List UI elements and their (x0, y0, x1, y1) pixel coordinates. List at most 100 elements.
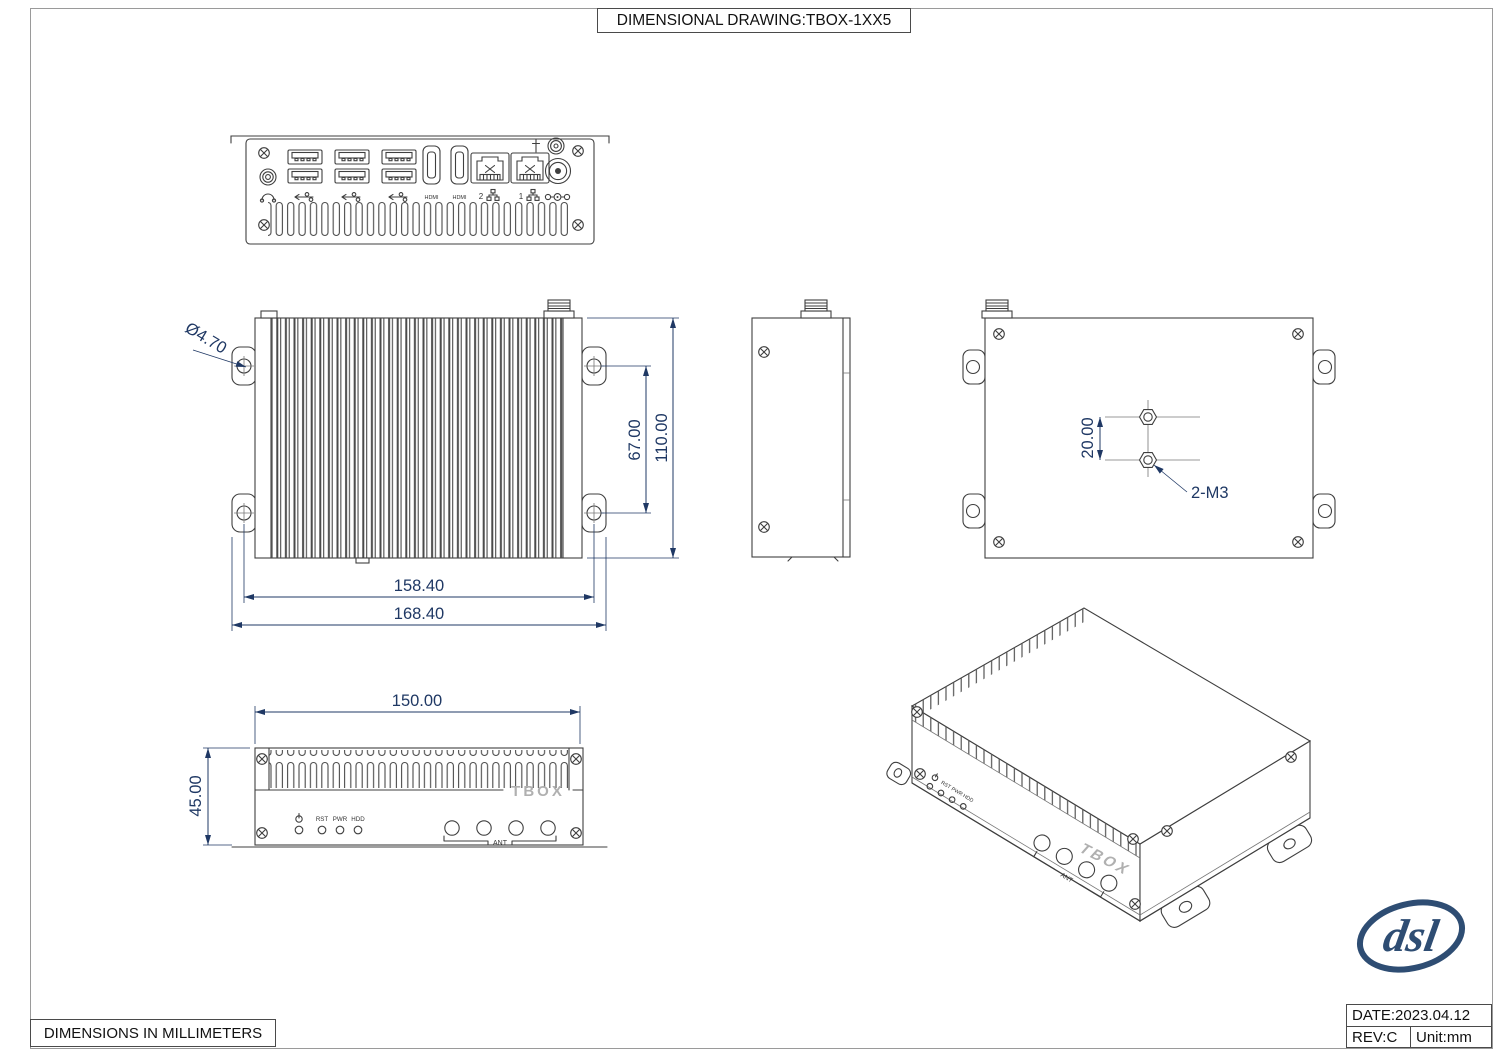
screw-icon (572, 145, 584, 157)
mount-hole (965, 503, 981, 519)
iso-top-face (912, 608, 1310, 844)
usb-port (334, 168, 370, 184)
title-block-rev: REV:C (1347, 1027, 1411, 1048)
lan2-label: 2 (479, 192, 484, 201)
title-block-unit: Unit:mm (1416, 1029, 1472, 1046)
view-front: TBOX RST PWR HDD ANT (187, 692, 608, 848)
led-hdd (353, 825, 363, 835)
top-tab (260, 310, 278, 319)
screw-icon (1292, 328, 1304, 340)
view-bottom: 20.00 2-M3 (962, 299, 1336, 559)
foot (787, 556, 839, 562)
screw-icon (911, 706, 923, 718)
dimension-standoff-spacing: 20.00 (1079, 417, 1103, 460)
lan1-label: 1 (519, 192, 524, 201)
dim-text: Ø4.70 (182, 319, 230, 358)
ant-bracket: ANT (443, 835, 557, 847)
dimension-front-width: 150.00 (254, 692, 581, 744)
dim-text: 158.40 (394, 577, 444, 595)
rj45-port-lan2 (470, 152, 510, 184)
hdmi-label-1: HDMI (424, 195, 439, 201)
bottom-view-body (984, 317, 1314, 559)
led-power (294, 825, 304, 835)
heatsink-fins (271, 318, 563, 558)
view-isometric: RST PWR HDD TBOX ANT (886, 607, 1313, 928)
led-label-rst: RST (316, 816, 329, 823)
iso-ant-group: ANT (1033, 834, 1118, 898)
antenna-connector (981, 299, 1013, 319)
footer-note: DIMENSIONS IN MILLIMETERS (30, 1019, 276, 1047)
dim-text: 168.40 (394, 605, 444, 623)
ant-hole (476, 820, 492, 836)
side-view-body (751, 317, 851, 558)
audio-jack (259, 168, 277, 186)
dim-text: 67.00 (626, 419, 644, 460)
screw-icon (570, 753, 582, 765)
iso-led-group: RST PWR HDD (926, 773, 974, 810)
dimension-hole-spacing-v: 67.00 (601, 365, 651, 514)
led-label-hdd: HDD (351, 816, 365, 823)
usb-port (381, 168, 417, 184)
mount-ear (886, 761, 912, 786)
dc-in-icon (544, 193, 571, 201)
title-block: DATE:2023.04.12 REV:C Unit:mm (1346, 1004, 1492, 1048)
dim-text: 150.00 (392, 692, 442, 710)
rear-heatsink-fins (268, 202, 568, 241)
screw-icon (1127, 833, 1139, 845)
dc-power-jack (544, 157, 572, 185)
dimension-hole-spacing-h: 158.40 (243, 524, 595, 603)
heatsink-fins (269, 750, 569, 788)
led-label-pwr: PWR (333, 816, 348, 823)
dim-text: 110.00 (653, 413, 671, 462)
usb-port (287, 168, 323, 184)
standoff-m3 (1138, 409, 1158, 425)
drawing-title: DIMENSIONAL DRAWING:TBOX-1XX5 (597, 8, 911, 33)
screw-icon (258, 147, 270, 159)
rj45-port-lan1 (510, 152, 550, 184)
screw-icon (1161, 825, 1173, 837)
dim-text: 20.00 (1079, 417, 1097, 458)
brand-label: TBOX (511, 783, 565, 800)
usb-port (287, 149, 323, 165)
mount-hole (1317, 359, 1333, 375)
mount-hole (965, 359, 981, 375)
hdmi-port-1 (422, 145, 441, 185)
led-label-rst: RST (940, 780, 953, 791)
view-side (751, 299, 851, 562)
logo-text: dsl (1380, 911, 1443, 962)
bottom-tab (355, 557, 370, 564)
callout-standoff-thread: 2-M3 (1153, 464, 1229, 502)
led-rst (317, 825, 327, 835)
screw-icon (993, 536, 1005, 548)
screw-icon (758, 346, 770, 358)
screw-icon (258, 219, 270, 231)
power-icon (295, 812, 303, 823)
usb-port (334, 149, 370, 165)
screw-icon (572, 219, 584, 231)
screw-icon (1285, 751, 1297, 763)
led-label-pwr: PWR (950, 786, 964, 798)
iso-fin-edge-front (912, 706, 1140, 858)
antenna-connector (800, 299, 832, 319)
iso-fin-edge-left (912, 608, 1084, 720)
screw-icon (993, 328, 1005, 340)
hdmi-label-2: HDMI (452, 195, 467, 201)
screw-icon (256, 827, 268, 839)
screw-icon (914, 768, 926, 780)
dimension-body-height: 110.00 (587, 317, 679, 559)
led-pwr (335, 825, 345, 835)
screw-icon (1292, 536, 1304, 548)
usb-port (381, 149, 417, 165)
view-rear-panel: HDMI HDMI 2 1 (230, 135, 610, 245)
callout-text: 2-M3 (1191, 484, 1229, 502)
ant-label: ANT (493, 840, 508, 847)
antenna-connector (543, 299, 575, 319)
dimension-overall-width: 168.40 (231, 537, 607, 631)
dim-text: 45.00 (187, 775, 205, 816)
dsl-logo: dsl dsl (1356, 899, 1466, 973)
ant-hole (508, 820, 524, 836)
hdmi-port-2 (450, 145, 469, 185)
screw-icon (570, 827, 582, 839)
